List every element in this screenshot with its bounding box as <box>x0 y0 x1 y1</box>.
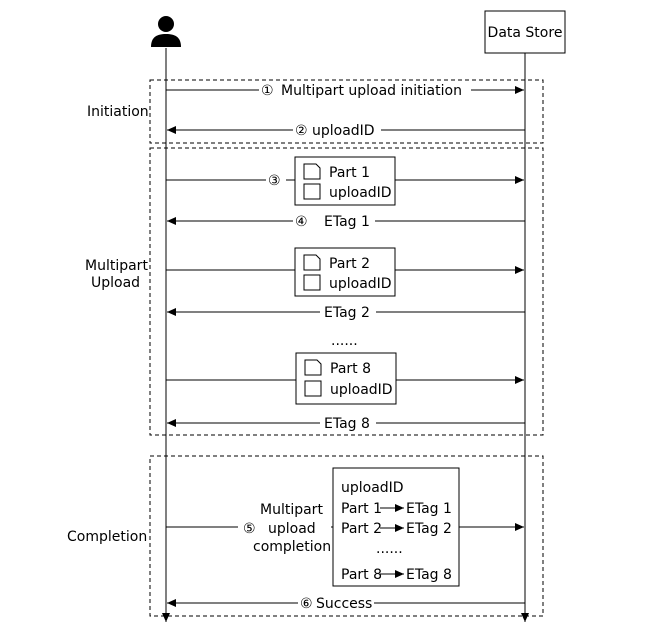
message-etag2-label: ETag 2 <box>324 305 370 321</box>
message-success-number: ⑥ <box>300 596 313 612</box>
phase-multipart-label-2: Upload <box>91 275 140 291</box>
phase-initiation-label: Initiation <box>87 104 149 120</box>
message-completion-line3: completion <box>253 539 331 555</box>
message-success-label: Success <box>316 596 372 612</box>
part1-box: Part 1 uploadID <box>294 156 396 206</box>
parts-ellipsis: ...... <box>331 333 358 349</box>
completion-frame <box>149 455 544 617</box>
completion-payload-box: uploadID Part 1 ETag 1 Part 2 ETag 2 ...… <box>332 467 460 587</box>
completion-row2-etag: ETag 2 <box>406 521 452 537</box>
message-initiation-label: Multipart upload initiation <box>281 83 462 99</box>
phase-multipart-label-1: Multipart <box>85 258 148 274</box>
document-icon <box>303 254 321 271</box>
message-initiation-number: ① <box>261 83 274 99</box>
completion-uploadid: uploadID <box>341 480 404 496</box>
message-completion-line1: Multipart <box>260 502 323 518</box>
message-etag8-label: ETag 8 <box>324 416 370 432</box>
part8-id: uploadID <box>330 382 393 398</box>
completion-row3-etag: ETag 8 <box>406 567 452 583</box>
part2-label: Part 2 <box>329 256 370 272</box>
completion-ellipsis: ...... <box>376 541 403 557</box>
message-uploadid-label: uploadID <box>312 123 375 139</box>
user-icon <box>151 16 181 47</box>
data-store-participant: Data Store <box>484 10 566 54</box>
message-completion-line2: upload <box>268 521 316 537</box>
completion-row1-etag: ETag 1 <box>406 501 452 517</box>
completion-row1-part: Part 1 <box>341 501 382 517</box>
document-icon <box>304 359 322 376</box>
completion-row2-part: Part 2 <box>341 521 382 537</box>
id-box-icon <box>304 380 322 397</box>
multipart-upload-frame <box>149 147 544 436</box>
message-part1-number: ③ <box>268 173 281 189</box>
part8-label: Part 8 <box>330 361 371 377</box>
message-uploadid-number: ② <box>295 123 308 139</box>
part2-box: Part 2 uploadID <box>294 247 396 297</box>
part2-id: uploadID <box>329 276 392 292</box>
phase-completion-label: Completion <box>67 529 147 545</box>
part1-id: uploadID <box>329 185 392 201</box>
part1-label: Part 1 <box>329 165 370 181</box>
id-box-icon <box>303 274 321 291</box>
initiation-frame <box>149 79 544 144</box>
completion-row3-part: Part 8 <box>341 567 382 583</box>
document-icon <box>303 163 321 180</box>
message-etag1-number: ④ <box>295 214 308 230</box>
part8-box: Part 8 uploadID <box>295 352 397 405</box>
message-etag1-label: ETag 1 <box>324 214 370 230</box>
message-completion-number: ⑤ <box>243 521 256 537</box>
data-store-label: Data Store <box>488 25 563 41</box>
id-box-icon <box>303 183 321 200</box>
